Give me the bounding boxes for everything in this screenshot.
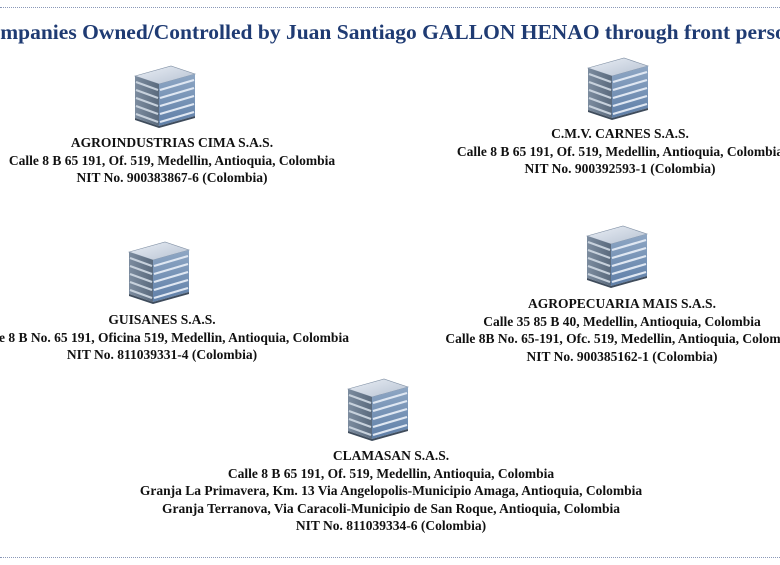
company-detail-line: Calle 35 85 B 40, Medellin, Antioquia, C… <box>483 313 761 329</box>
company-name: GUISANES S.A.S. <box>108 312 216 327</box>
company-detail-line: Calle 8B No. 65-191, Ofc. 519, Medellin,… <box>445 331 780 346</box>
top-divider <box>0 7 780 8</box>
company-detail-line: NIT No. 811039331-4 (Colombia) <box>66 347 258 362</box>
page-title: Companies Owned/Controlled by Juan Santi… <box>0 20 780 44</box>
company-detail-line: NIT No. 900392593-1 (Colombia) <box>524 161 716 176</box>
office-building-icon <box>346 377 410 443</box>
company-detail-line: Calle 8 B 65 191, Of. 519, Medellin, Ant… <box>456 143 780 159</box>
company-detail-line: NIT No. 811039334-6 (Colombia) <box>295 518 487 533</box>
company-name: CLAMASAN S.A.S. <box>332 448 450 463</box>
company-detail-line: Calle 8 B No. 65 191, Oficina 519, Medel… <box>0 329 349 345</box>
bottom-divider <box>0 557 780 558</box>
office-building-icon <box>133 64 197 130</box>
company-name: AGROINDUSTRIAS CIMA S.A.S. <box>70 135 274 150</box>
company-name: C.M.V. CARNES S.A.S. <box>551 126 689 141</box>
office-building-icon <box>585 224 649 290</box>
office-building-icon <box>127 240 191 306</box>
company-detail-line: Calle 8 B 65 191, Of. 519, Medellin, Ant… <box>8 152 336 168</box>
company-name: AGROPECUARIA MAIS S.A.S. <box>528 296 716 311</box>
company-detail-line: Granja La Primavera, Km. 13 Via Angelopo… <box>139 483 643 498</box>
company-detail-line: Granja Terranova, Via Caracoli-Municipio… <box>162 500 620 516</box>
company-detail-line: NIT No. 900383867-6 (Colombia) <box>76 170 268 185</box>
company-detail-line: Calle 8 B 65 191, Of. 519, Medellin, Ant… <box>227 465 555 481</box>
company-detail-line: NIT No. 900385162-1 (Colombia) <box>526 348 718 364</box>
office-building-icon <box>586 56 650 122</box>
